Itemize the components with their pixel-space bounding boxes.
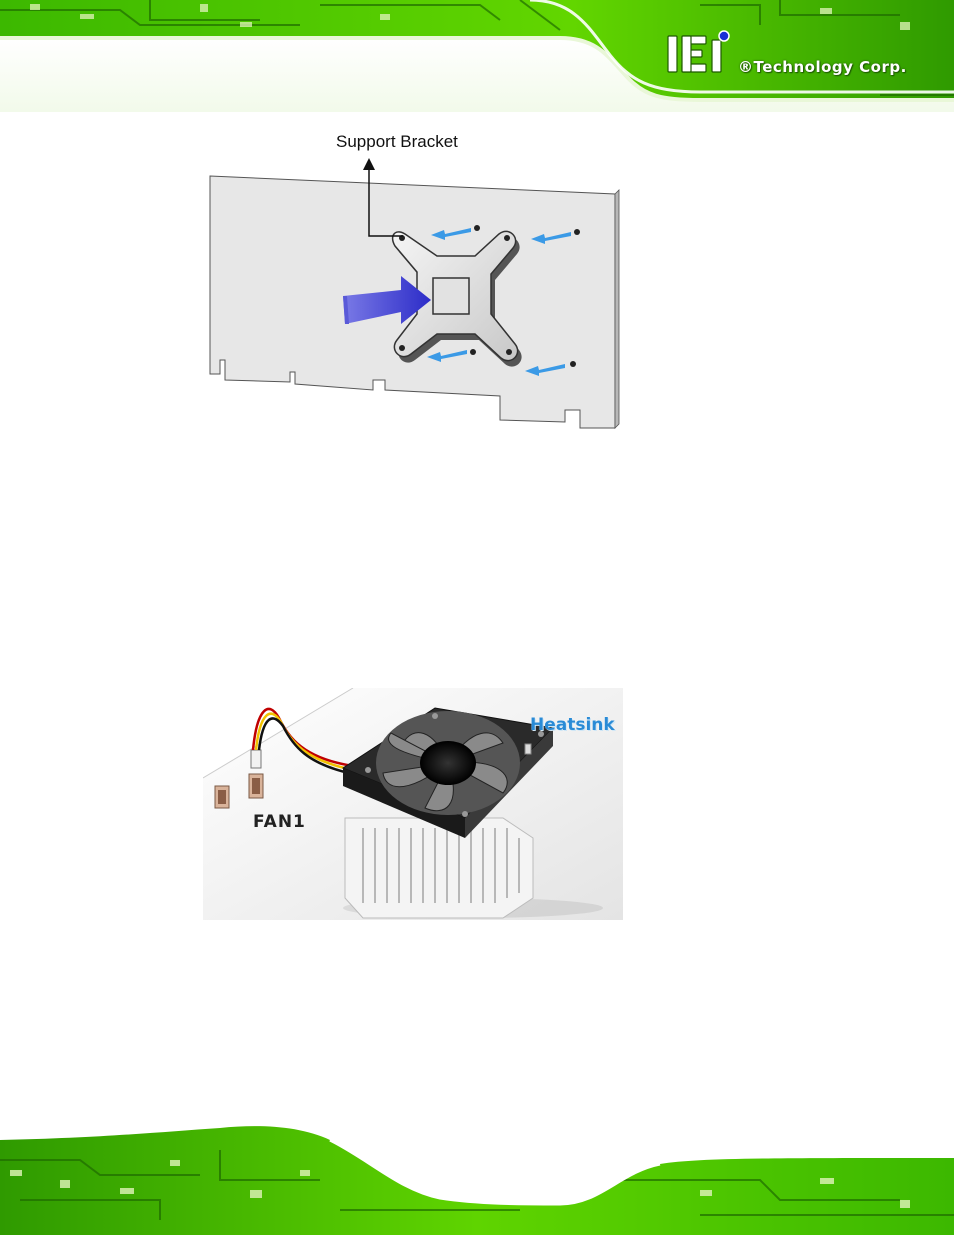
page-header-banner: ®Technology Corp. <box>0 0 954 112</box>
heatsink-label: Heatsink <box>530 715 615 735</box>
iei-logo-mark <box>664 28 744 76</box>
page-footer-banner <box>0 1120 954 1235</box>
company-logo: ®Technology Corp. <box>664 28 924 80</box>
support-bracket-figure <box>205 128 625 433</box>
fan-hub <box>420 741 476 785</box>
pcb-footer-graphic <box>0 1120 954 1235</box>
fan1-label: FAN1 <box>253 812 306 832</box>
brand-text: ®Technology Corp. <box>738 58 907 76</box>
